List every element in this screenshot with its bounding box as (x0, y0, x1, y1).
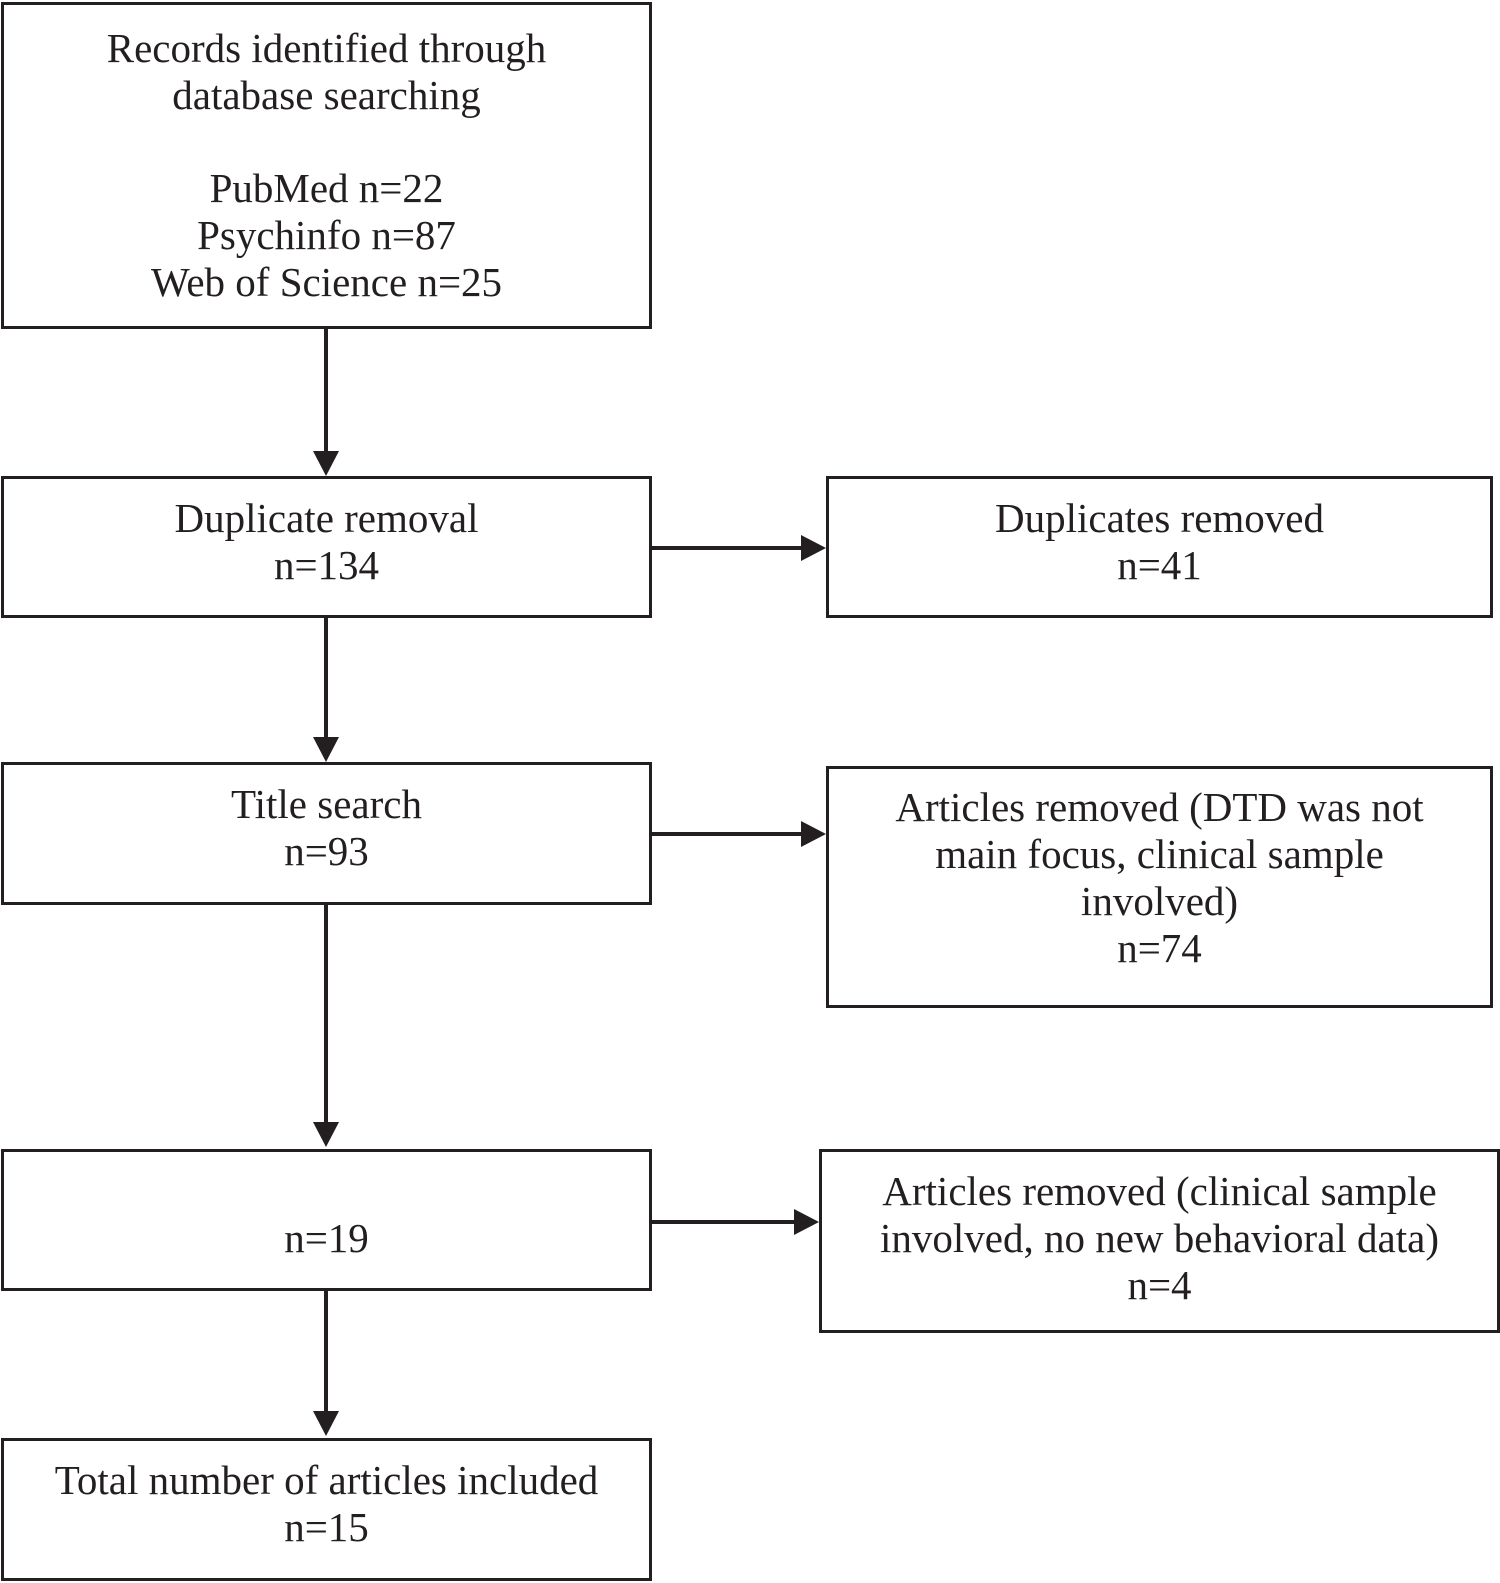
duplicate-removal-count: n=134 (273, 542, 380, 588)
source-pubmed: PubMed n=22 (209, 165, 444, 211)
articles-removed-screening-count: n=4 (1127, 1262, 1192, 1308)
arrow-to-duplicates-removed (650, 535, 826, 561)
articles-removed-title-line3: involved) (1080, 878, 1239, 924)
source-web-of-science: Web of Science n=25 (150, 259, 503, 305)
articles-removed-title-line1: Articles removed (DTD was not (895, 784, 1424, 830)
articles-removed-title-count: n=74 (1117, 925, 1202, 971)
records-identified-title-line1: Records identified through (106, 25, 547, 71)
arrow-records-to-duplicate-removal (313, 328, 339, 476)
duplicate-removal-box: Duplicate removal n=134 (1, 476, 652, 618)
records-identified-title-line2: database searching (172, 72, 481, 118)
duplicates-removed-box: Duplicates removed n=41 (826, 476, 1493, 618)
title-search-label: Title search (231, 781, 422, 827)
articles-removed-title-line2: main focus, clinical sample (935, 831, 1384, 877)
duplicates-removed-count: n=41 (1117, 542, 1202, 588)
arrow-to-articles-removed-title (650, 821, 826, 847)
arrow-duplicate-removal-to-title-search (313, 617, 339, 762)
records-identified-box: Records identified through database sear… (1, 2, 652, 329)
articles-included-count: n=15 (284, 1504, 369, 1550)
articles-included-label: Total number of articles included (54, 1457, 599, 1503)
title-search-box: Title search n=93 (1, 762, 652, 905)
articles-included-box: Total number of articles included n=15 (1, 1438, 652, 1581)
screening-count: n=19 (284, 1215, 369, 1261)
arrow-screening-to-included (313, 1290, 339, 1436)
duplicates-removed-label: Duplicates removed (994, 495, 1325, 541)
articles-removed-screening-line1: Articles removed (clinical sample (882, 1168, 1437, 1214)
articles-removed-screening-line2: involved, no new behavioral data) (879, 1215, 1439, 1261)
articles-removed-screening-box: Articles removed (clinical sample involv… (819, 1149, 1500, 1333)
arrow-title-search-to-screening (313, 904, 339, 1147)
screening-box: n=19 (1, 1149, 652, 1291)
articles-removed-title-box: Articles removed (DTD was not main focus… (826, 766, 1493, 1008)
source-psychinfo: Psychinfo n=87 (197, 212, 456, 258)
duplicate-removal-label: Duplicate removal (174, 495, 479, 541)
title-search-count: n=93 (284, 828, 369, 874)
arrow-to-articles-removed-screening (650, 1209, 819, 1235)
